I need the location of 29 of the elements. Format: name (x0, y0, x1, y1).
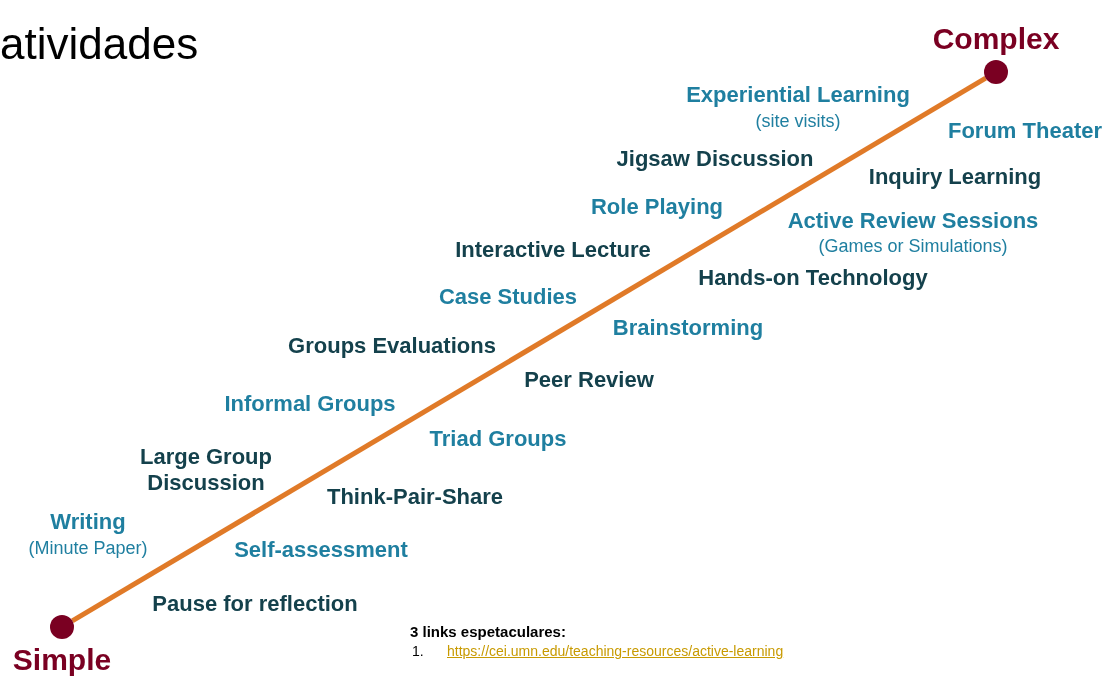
activity-label: Think-Pair-Share (327, 484, 503, 510)
activity-label: Interactive Lecture (455, 237, 651, 263)
link: https://cei.umn.edu/teaching-resources/active-learning (447, 643, 784, 659)
activity-label: Self-assessment (234, 537, 408, 563)
slide-title: atividades (0, 18, 199, 70)
activity-label: Experiential Learning (686, 82, 910, 108)
activity-label: Large Group Discussion (139, 444, 273, 496)
endpoint-label: Simple (12, 643, 112, 677)
activity-label: Informal Groups (224, 391, 396, 417)
diagonal-line (71, 76, 987, 623)
activity-label: Jigsaw Discussion (616, 146, 814, 172)
activity-label: Hands-on Technology (698, 265, 928, 291)
list-number: 1. (412, 643, 424, 659)
endpoint-label: Complex (932, 22, 1060, 56)
activity-label: Triad Groups (429, 426, 567, 452)
activity-note: (Games or Simulations) (818, 235, 1008, 257)
activity-label: Peer Review (524, 367, 654, 393)
activity-note: (Minute Paper) (28, 537, 148, 559)
activity-label: Role Playing (591, 194, 723, 220)
list-heading: 3 links espetaculares: (410, 622, 566, 640)
activity-label: Brainstorming (612, 315, 764, 341)
activity-note: (site visits) (755, 110, 841, 132)
activity-label: Active Review Sessions (787, 208, 1039, 234)
activity-label: Pause for reflection (152, 591, 358, 617)
activity-label: Writing (50, 509, 126, 535)
activity-label: Inquiry Learning (868, 164, 1042, 190)
activity-label: Groups Evaluations (288, 333, 496, 359)
activity-label: Case Studies (438, 284, 578, 310)
activity-label: Forum Theater (948, 118, 1102, 144)
